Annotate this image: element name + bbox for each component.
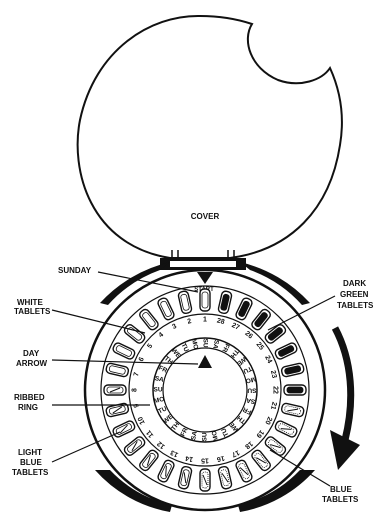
day-arrow-label-line1: DAY [23, 349, 40, 358]
tablet-number: 1 [203, 317, 207, 324]
ribbed-ring-label-line2: RING [18, 403, 38, 412]
tablet-number: 15 [201, 457, 209, 464]
dark-green-tablets-label-line2: GREEN [340, 290, 369, 299]
tablet-number: 8 [132, 388, 139, 392]
white-tablets-label-line2: TABLETS [14, 307, 51, 316]
dark-green-tablets-label-line3: TABLETS [337, 301, 374, 310]
ribbed-ring-label-line1: RIBBED [14, 393, 45, 402]
tablet-number: 22 [272, 386, 279, 394]
hinge [160, 258, 246, 270]
blue-tablets-label-line1: BLUE [330, 485, 352, 494]
light-blue-tablets-label-line1: LIGHT [18, 448, 42, 457]
cover-lid: COVER [78, 16, 342, 258]
light-blue-tablets-label-line2: BLUE [20, 458, 42, 467]
white-tablets-label-line1: WHITE [17, 298, 43, 307]
dark-green-tablets-label-line1: DARK [343, 279, 366, 288]
rotation-direction-arrow [330, 328, 360, 470]
blue-tablets-label-line2: TABLETS [322, 495, 359, 504]
tablet-light-blue[interactable] [104, 385, 126, 395]
tablet-blue[interactable] [200, 469, 210, 491]
day-ring-label: SU [153, 387, 162, 394]
tablet-white[interactable] [200, 289, 210, 311]
day-ring-label: SU [202, 338, 209, 347]
sunday-label: SUNDAY [58, 266, 92, 275]
day-ring-label: SU [202, 432, 209, 441]
tablet-dark-green[interactable] [284, 385, 306, 395]
day-ring-label: SU [247, 387, 256, 394]
day-arrow-label-line2: ARROW [16, 359, 48, 368]
cover-label: COVER [191, 212, 220, 221]
light-blue-tablets-label-line3: TABLETS [12, 468, 49, 477]
